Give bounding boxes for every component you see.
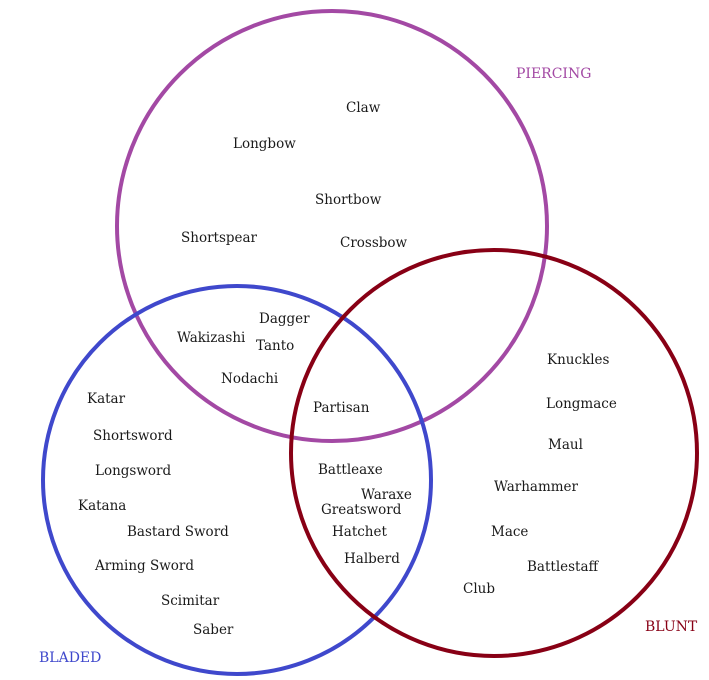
item-halberd: Halberd: [344, 551, 400, 567]
item-warhammer: Warhammer: [494, 479, 579, 495]
item-waraxe: Waraxe: [361, 487, 412, 503]
item-club: Club: [463, 581, 495, 597]
item-longmace: Longmace: [546, 396, 617, 412]
item-greatsword: Greatsword: [321, 502, 402, 518]
item-tanto: Tanto: [256, 338, 294, 354]
item-maul: Maul: [548, 437, 583, 453]
item-scimitar: Scimitar: [161, 593, 220, 609]
item-shortsword: Shortsword: [93, 428, 173, 444]
blunt-circle: [289, 248, 699, 658]
item-crossbow: Crossbow: [340, 235, 408, 251]
piercing-circle: [115, 9, 549, 443]
item-mace: Mace: [491, 524, 528, 540]
blunt-label: BLUNT: [645, 619, 698, 635]
item-partisan: Partisan: [313, 400, 370, 416]
item-shortbow: Shortbow: [315, 192, 382, 208]
item-hatchet: Hatchet: [332, 524, 387, 540]
item-longbow: Longbow: [233, 136, 296, 152]
bladed-label: BLADED: [39, 650, 101, 666]
item-wakizashi: Wakizashi: [177, 330, 246, 346]
item-saber: Saber: [193, 622, 234, 638]
item-longsword: Longsword: [95, 463, 171, 479]
item-knuckles: Knuckles: [547, 352, 610, 368]
piercing-label: PIERCING: [516, 66, 591, 82]
item-battlestaff: Battlestaff: [527, 559, 600, 575]
item-arming-sword: Arming Sword: [94, 558, 194, 574]
item-dagger: Dagger: [259, 311, 310, 327]
item-claw: Claw: [346, 100, 381, 116]
item-katana: Katana: [78, 498, 126, 514]
bladed-circle: [41, 284, 433, 676]
item-nodachi: Nodachi: [221, 371, 279, 387]
item-shortspear: Shortspear: [181, 230, 258, 246]
item-katar: Katar: [87, 391, 126, 407]
item-bastard-sword: Bastard Sword: [127, 524, 229, 540]
item-battleaxe: Battleaxe: [318, 462, 383, 478]
